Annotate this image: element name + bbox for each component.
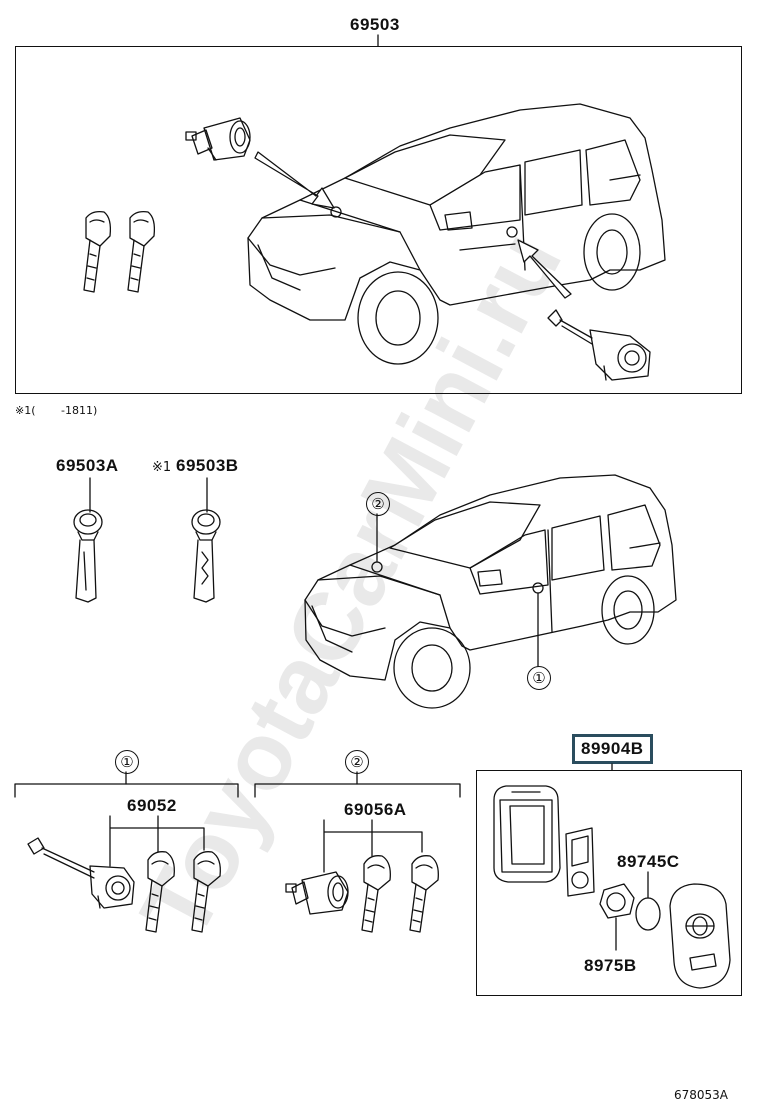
part-label-8975b: 8975B: [584, 956, 637, 975]
vehicle-top: [247, 103, 666, 365]
vehicle-middle: [304, 474, 677, 709]
key-69503a: [73, 509, 103, 603]
key-top-right: [127, 210, 156, 293]
part-label-89904b: 89904B: [581, 739, 644, 758]
door-lock-cylinder-top: [547, 309, 651, 381]
battery-holder-8975b: [599, 883, 635, 919]
part-label-69503a: 69503A: [56, 456, 119, 475]
door-lock-cylinder-69052: [27, 837, 135, 909]
arrow-hood: [254, 151, 335, 209]
battery-89745c: [635, 897, 661, 931]
group-1-title: ①: [115, 750, 139, 774]
key-69503b: [191, 509, 221, 603]
part-label-69503b: 69503B: [176, 456, 239, 475]
remote-case-front: [669, 883, 731, 989]
part-label-69503: 69503: [350, 15, 400, 34]
part-label-69056a: 69056A: [344, 800, 407, 819]
callout-2-hood: ②: [366, 492, 390, 516]
leader-69056a: [323, 819, 423, 873]
leader-69052: [109, 815, 205, 867]
remote-circuit-board: [565, 827, 595, 897]
remote-frame: [476, 770, 742, 996]
part-label-69052: 69052: [127, 796, 177, 815]
diagram-id: 678053A: [674, 1088, 729, 1102]
top-frame: [15, 46, 742, 394]
callout-1-door: ①: [527, 666, 551, 690]
key-top-left: [83, 210, 112, 293]
hood-lock-cylinder-69056: [285, 871, 349, 915]
key-69052-left: [145, 851, 175, 933]
group-1-bracket: [14, 783, 239, 798]
remote-case-back: [493, 785, 561, 883]
key-69052-right: [191, 851, 221, 933]
key-69056a-left: [361, 855, 391, 933]
note-label: ※1( -1811): [15, 404, 98, 417]
note-marker: ※1: [152, 460, 172, 475]
part-label-89745c: 89745C: [617, 852, 680, 871]
part-highlight-89904b: 89904B: [572, 734, 653, 764]
group-2-bracket: [254, 783, 461, 798]
key-69056a-right: [409, 855, 439, 933]
hood-lock-cylinder-top: [185, 117, 251, 161]
arrow-door: [517, 239, 572, 299]
